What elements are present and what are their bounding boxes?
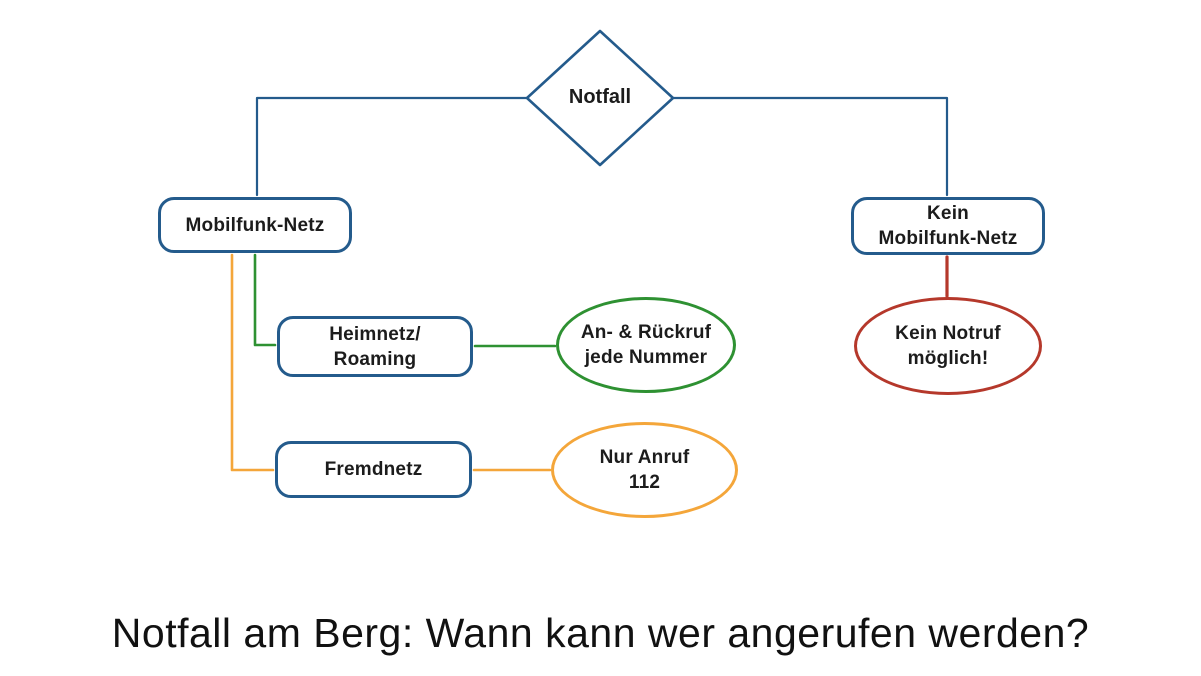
node-kein-notruf-moeglich: Kein Notruf möglich! bbox=[854, 297, 1042, 395]
node-label-an-rueckruf-line2: jede Nummer bbox=[584, 347, 708, 368]
node-mobilfunk-netz: Mobilfunk-Netz bbox=[158, 197, 352, 253]
node-label-fremdnetz: Fremdnetz bbox=[324, 459, 423, 480]
connector-notfall-to-kein-mobilfunk bbox=[671, 96, 949, 197]
node-label-mobilfunk-netz: Mobilfunk-Netz bbox=[185, 214, 325, 236]
node-kein-mobilfunk-netz: Kein Mobilfunk-Netz bbox=[851, 197, 1045, 255]
node-label-heimnetz-line1: Heimnetz/ bbox=[329, 323, 421, 345]
node-label-nur-anruf-line2: 112 bbox=[628, 472, 661, 493]
node-nur-anruf-112: Nur Anruf 112 bbox=[551, 422, 738, 518]
node-label-kein-mobilfunk-netz-line2: Mobilfunk-Netz bbox=[878, 228, 1018, 249]
connector-mobilfunk-to-fremdnetz bbox=[230, 253, 275, 472]
diagram-caption: Notfall am Berg: Wann kann wer angerufen… bbox=[111, 610, 1090, 656]
connector-mobilfunk-to-heimnetz bbox=[253, 253, 277, 347]
node-fremdnetz: Fremdnetz bbox=[275, 441, 472, 498]
node-label-kein-notruf-line2: möglich! bbox=[907, 348, 989, 369]
node-label-nur-anruf-line1: Nur Anruf bbox=[599, 447, 690, 468]
node-an-rueckruf-jede-nummer: An- & Rückruf jede Nummer bbox=[556, 297, 736, 393]
node-label-an-rueckruf-line1: An- & Rückruf bbox=[580, 322, 712, 343]
node-label-heimnetz-line2: Roaming bbox=[333, 348, 417, 370]
decision-diamond-notfall bbox=[525, 29, 675, 167]
node-label-notfall: Notfall bbox=[568, 86, 632, 108]
node-label-kein-notruf-line1: Kein Notruf bbox=[895, 323, 1001, 344]
connector-notfall-to-mobilfunk bbox=[255, 96, 529, 197]
node-heimnetz-roaming: Heimnetz/ Roaming bbox=[277, 316, 473, 377]
node-label-kein-mobilfunk-netz-line1: Kein bbox=[927, 203, 969, 224]
